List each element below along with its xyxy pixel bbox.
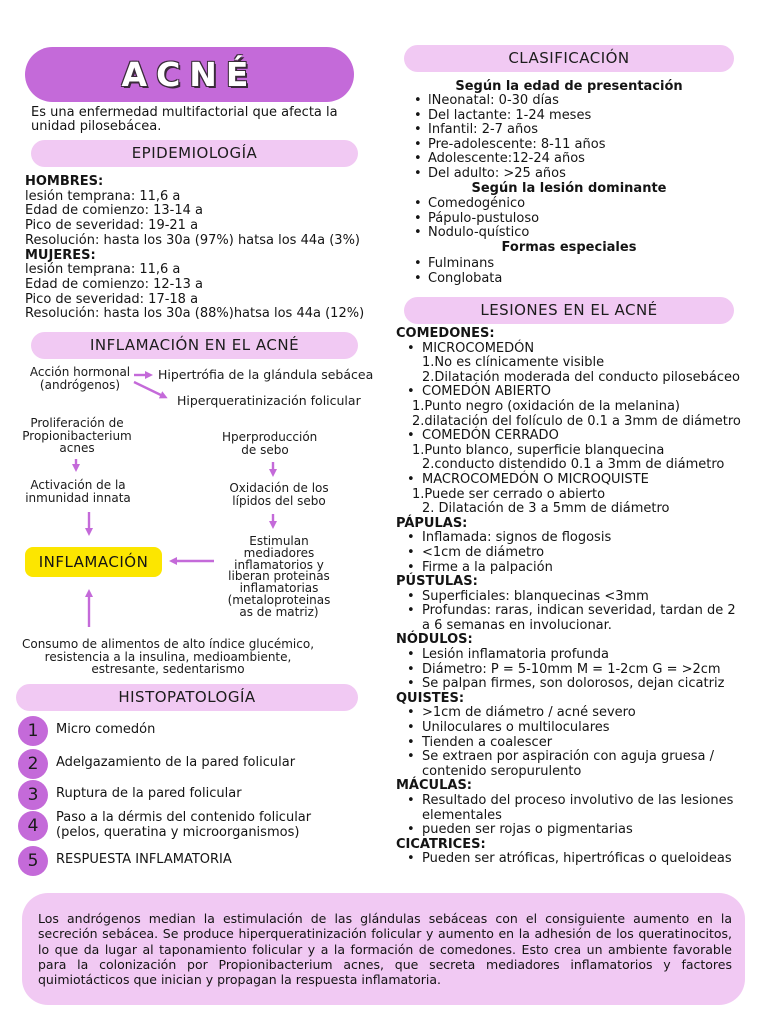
lesion-type-heading: QUISTES:	[396, 690, 465, 706]
arrow-to-hiperqueratinizacion	[133, 380, 168, 399]
lesion-type-heading: CICATRICES:	[396, 836, 486, 852]
summary-text: Los andrógenos median la estimulación de…	[38, 911, 732, 988]
epidemiologia-line: Resolución: hasta los 30a (88%)hatsa los…	[25, 306, 365, 322]
lesion-type-heading: COMEDONES:	[396, 326, 495, 341]
inflamacion-heading: INFLAMACIÓN EN EL ACNÉ	[31, 332, 358, 359]
lesion-numbered-item: 1.No es clínicamente visible	[422, 355, 605, 371]
epidemiologia-line: Pico de severidad: 19-21 a	[25, 218, 199, 234]
epidemiologia-line: lesión temprana: 11,6 a	[25, 188, 181, 204]
histopatologia-item-text: (pelos, queratina y microorganismos)	[56, 825, 300, 840]
lesion-type-heading: MÁCULAS:	[396, 778, 473, 794]
clasificacion-lesion-item: Nodulo-quístico	[408, 226, 539, 241]
clasificacion-edad-item: Pre-adolescente: 8-11 años	[408, 137, 605, 153]
clasificacion-formas-item: Fulminans	[408, 256, 502, 272]
intro-line-1: Es una enfermedad multifactorial que afe…	[31, 105, 338, 120]
lesion-bullet-continuation: contenido seropurulento	[422, 763, 582, 779]
lesion-bullet: MICROCOMEDÓN	[396, 341, 756, 357]
flow-hipertrofia: Hipertrófia de la glándula sebácea	[158, 367, 374, 382]
clasificacion-lesion-item: Pápulo-pustuloso	[408, 211, 539, 227]
lesion-bullet: Se palpan firmes, son dolorosos, dejan c…	[396, 677, 756, 692]
epidemiologia-line: lesión temprana: 11,6 a	[25, 262, 181, 278]
page-title: ACNÉ	[121, 55, 258, 94]
lesion-bullet: Resultado del proceso involutivo de las …	[396, 793, 756, 809]
histopatologia-item-text: Adelgazamiento de la pared folicular	[56, 755, 296, 770]
lesion-bullet: Inflamada: signos de flogosis	[396, 531, 756, 546]
flow-consumo-alimentos: Consumo de alimentos de alto índice gluc…	[21, 637, 315, 677]
lesion-numbered-item: 2.dilatación del folículo de 0.1 a 3mm d…	[412, 413, 741, 429]
histopatologia-number-badge: 5	[18, 846, 48, 876]
clasificacion-sub-formas: Formas especiales	[501, 240, 637, 255]
lesion-bullet: Superficiales: blanquecinas <3mm	[396, 589, 756, 605]
clasificacion-edad-item: Del adulto: >25 años	[408, 166, 605, 182]
lesion-bullet: >1cm de diámetro / acné severo	[396, 706, 756, 721]
lesion-type-heading: PÁPULAS:	[396, 515, 468, 531]
clasificacion-sub-lesion: Según la lesión dominante	[471, 181, 667, 196]
lesion-numbered-item: 1.Punto blanco, superficie blanquecina	[412, 442, 665, 458]
epidemiologia-line: Edad de comienzo: 13-14 a	[25, 203, 203, 219]
lesion-bullet-continuation: elementales	[422, 807, 502, 823]
lesion-bullet: pueden ser rojas o pigmentarias	[396, 823, 756, 838]
clasificacion-lesion-list: ComedogénicoPápulo-pustulosoNodulo-quíst…	[408, 196, 539, 241]
clasificacion-edad-item: lNeonatal: 0-30 días	[408, 93, 605, 109]
lesion-bullet: Firme a la palpación	[396, 560, 756, 576]
lesion-bullet: COMEDÓN ABIERTO	[396, 385, 756, 400]
lesiones-heading: LESIONES EN EL ACNÉ	[404, 297, 734, 324]
inflamacion-box: INFLAMACIÓN	[25, 547, 162, 577]
lesion-bullet: <1cm de diámetro	[396, 545, 756, 561]
histopatologia-item-text: Ruptura de la pared folicular	[56, 786, 242, 801]
summary-box	[22, 893, 745, 1005]
clasificacion-lesion-item: Comedogénico	[408, 196, 539, 212]
epidemiologia-group-label: HOMBRES:	[25, 174, 104, 189]
lesion-numbered-item: 1.Puede ser cerrado o abierto	[412, 486, 606, 502]
clasificacion-formas-list: FulminansConglobata	[408, 256, 502, 287]
histopatologia-number-badge: 4	[18, 811, 48, 841]
histopatologia-item-text: RESPUESTA INFLAMATORIA	[56, 852, 232, 867]
flow-hiperqueratinizacion: Hiperqueratinización folicular	[177, 393, 361, 408]
clasificacion-formas-item: Conglobata	[408, 271, 502, 287]
lesion-bullet: Uniloculares o multiloculares	[396, 720, 756, 736]
epidemiologia-line: Edad de comienzo: 12-13 a	[25, 276, 203, 292]
clasificacion-edad-item: Infantil: 2-7 años	[408, 123, 605, 138]
epidemiologia-heading: EPIDEMIOLOGÍA	[31, 140, 358, 167]
histopatologia-number-badge: 1	[18, 716, 48, 746]
histopatologia-number-badge: 3	[18, 780, 48, 810]
lesion-numbered-item: 2.conducto distendido 0.1 a 3mm de diáme…	[422, 457, 725, 473]
histopatologia-heading: HISTOPATOLOGÍA	[16, 684, 358, 711]
clasificacion-edad-item: Del lactante: 1-24 meses	[408, 108, 605, 124]
lesion-numbered-item: 1.Punto negro (oxidación de la melanina)	[412, 398, 681, 414]
lesion-bullet: Tienden a coalescer	[396, 735, 756, 751]
intro-line-2: unidad pilosebácea.	[31, 119, 162, 134]
epidemiologia-group-label: MUJERES:	[25, 247, 96, 263]
epidemiologia-line: Pico de severidad: 17-18 a	[25, 291, 199, 307]
lesion-bullet: Lesión inflamatoria profunda	[396, 647, 756, 663]
title-banner: ACNÉ	[25, 47, 354, 102]
lesion-bullet: COMEDÓN CERRADO	[396, 429, 756, 444]
histopatologia-item-text: Paso a la dérmis del contenido folicular	[56, 810, 312, 825]
clasificacion-edad-item: Adolescente:12-24 años	[408, 152, 605, 167]
lesion-bullet: Profundas: raras, indican severidad, tar…	[396, 604, 756, 619]
histopatologia-number-badge: 2	[18, 749, 48, 779]
lesion-bullet: Pueden ser atróficas, hipertróficas o qu…	[396, 852, 756, 867]
lesion-numbered-item: 2. Dilatación de 3 a 5mm de diámetro	[422, 501, 670, 517]
clasificacion-sub-edad: Según la edad de presentación	[455, 79, 683, 94]
lesion-bullet-continuation: a 6 semanas en involucionar.	[422, 617, 612, 633]
lesion-type-heading: NÓDULOS:	[396, 632, 473, 648]
clasificacion-heading: CLASIFICACIÓN	[404, 45, 734, 72]
lesion-bullet: Se extraen por aspiración con aguja grue…	[396, 750, 756, 765]
lesion-numbered-item: 2.Dilatación moderada del conducto pilos…	[422, 369, 740, 385]
lesion-type-heading: PÚSTULAS:	[396, 574, 478, 590]
flow-accion-hormonal: Acción hormonal(andrógenos)	[29, 365, 131, 392]
histopatologia-item-text: Micro comedón	[56, 722, 156, 737]
clasificacion-edad-list: lNeonatal: 0-30 díasDel lactante: 1-24 m…	[408, 93, 605, 182]
epidemiologia-line: Resolución: hasta los 30a (97%) hatsa lo…	[25, 232, 360, 248]
lesion-bullet: Diámetro: P = 5-10mm M = 1-2cm G = >2cm	[396, 662, 756, 678]
lesion-bullet: MACROCOMEDÓN O MICROQUISTE	[396, 472, 756, 488]
